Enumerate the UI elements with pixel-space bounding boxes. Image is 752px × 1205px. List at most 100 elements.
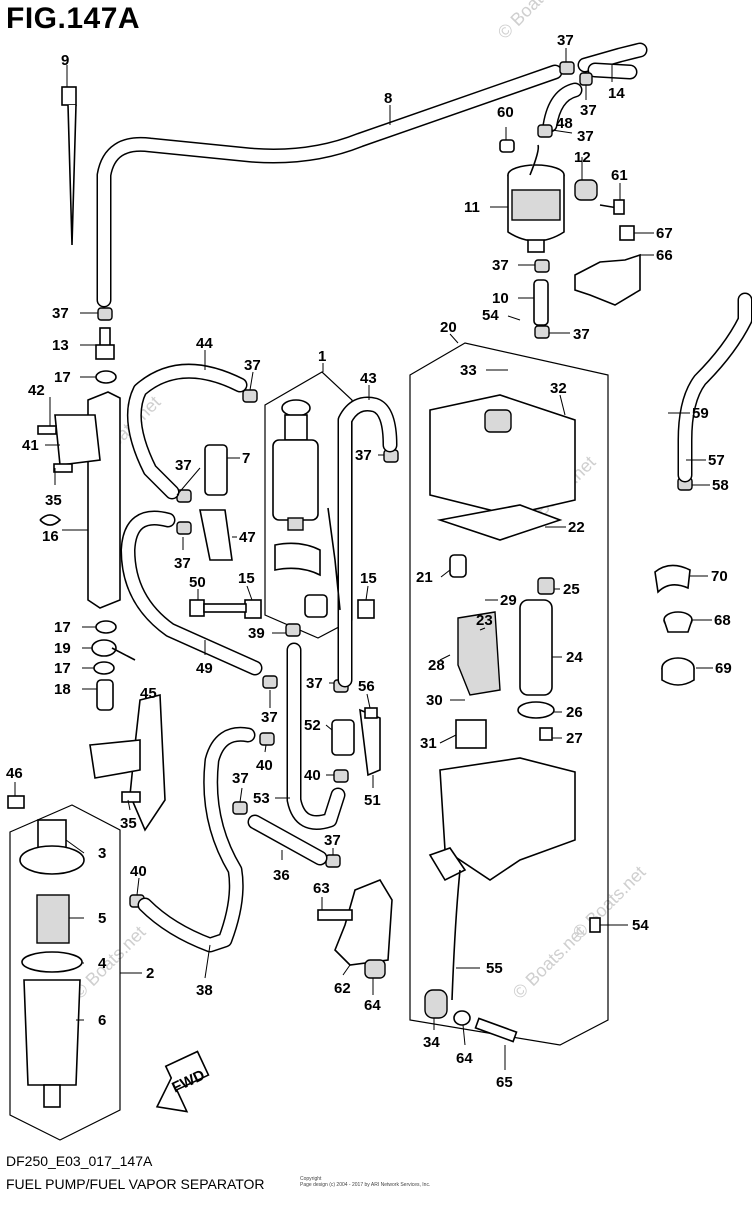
callout-label: 44 <box>196 335 213 352</box>
separator-cover <box>429 394 576 541</box>
callout-label: 66 <box>656 247 673 264</box>
diagram-caption: FUEL PUMP/FUEL VAPOR SEPARATOR <box>6 1176 265 1192</box>
callout-label: 16 <box>42 528 59 545</box>
callout-label: 9 <box>61 52 69 69</box>
fittings-left <box>37 327 136 711</box>
callout-label: 22 <box>568 519 585 536</box>
check-valve-group <box>331 707 381 777</box>
callout-label: 42 <box>28 382 45 399</box>
copyright-line: Page design (c) 2004 - 2017 by ARI Netwo… <box>300 1182 431 1188</box>
callout-label: 37 <box>557 32 574 49</box>
callout-label: 2 <box>146 965 154 982</box>
callout-label: 37 <box>580 102 597 119</box>
callout-label: 65 <box>496 1074 513 1091</box>
mount-rail <box>39 391 121 609</box>
callout-label: 21 <box>416 569 433 586</box>
callout-label: 4 <box>98 955 107 972</box>
callout-label: 10 <box>492 290 509 307</box>
copyright-notice: Copyright Page design (c) 2004 - 2017 by… <box>300 1176 430 1188</box>
bracket-45 <box>7 693 166 832</box>
callout-label: 19 <box>54 640 71 657</box>
callout-label: 37 <box>324 832 341 849</box>
callout-label: 25 <box>563 581 580 598</box>
callout-label: 38 <box>196 982 213 999</box>
callout-label: 43 <box>360 370 377 387</box>
callout-label: 18 <box>54 681 71 698</box>
callout-label: 37 <box>492 257 509 274</box>
callout-label: 49 <box>196 660 213 677</box>
callout-label: 3 <box>98 845 106 862</box>
callout-label: 46 <box>6 765 23 782</box>
callout-label: 64 <box>364 997 381 1014</box>
callout-label: 27 <box>566 730 583 747</box>
bracket-66 <box>574 225 641 306</box>
callout-label: 1 <box>318 348 326 365</box>
cable-tie <box>61 86 77 246</box>
callout-label: 40 <box>130 863 147 880</box>
clamp-icons <box>97 61 693 908</box>
leader-lines <box>14 48 713 1070</box>
callout-label: 37 <box>577 128 594 145</box>
callout-label: 6 <box>98 1012 106 1029</box>
callout-label: 7 <box>242 450 250 467</box>
callout-label: 40 <box>256 757 273 774</box>
callout-label: 35 <box>120 815 137 832</box>
callout-label: 60 <box>497 104 514 121</box>
callout-label: 11 <box>464 199 480 216</box>
fuel-filter <box>19 819 85 1108</box>
callout-label: 53 <box>253 790 270 807</box>
hose-8 <box>96 64 563 308</box>
callout-label: 56 <box>358 678 375 695</box>
hose-10 <box>533 279 549 326</box>
callout-label: 55 <box>486 960 503 977</box>
callout-label: 47 <box>239 529 256 546</box>
bracket-62 <box>317 879 393 979</box>
callout-label: 67 <box>656 225 673 242</box>
callout-label: 37 <box>573 326 590 343</box>
callout-label: 54 <box>632 917 649 934</box>
callout-label: 20 <box>440 319 457 336</box>
callout-label: 37 <box>232 770 249 787</box>
callout-label: 29 <box>500 592 517 609</box>
separator-internals <box>449 554 555 749</box>
separator-assembly-outline <box>409 342 609 1046</box>
grommet-bolt <box>574 179 625 215</box>
callout-label: 64 <box>456 1050 473 1067</box>
callout-label: 28 <box>428 657 445 674</box>
callout-label: 12 <box>574 149 591 166</box>
callout-label: 62 <box>334 980 351 997</box>
callout-label: 61 <box>611 167 628 184</box>
filter-assembly-outline <box>9 804 121 1141</box>
callout-label: 58 <box>712 477 729 494</box>
callout-label: 37 <box>244 357 261 374</box>
copyright-line: Copyright <box>300 1176 322 1182</box>
callout-label: 15 <box>360 570 377 587</box>
high-pressure-pump <box>244 399 375 619</box>
callout-label: 32 <box>550 380 567 397</box>
callout-label: 26 <box>566 704 583 721</box>
callout-label: 37 <box>261 709 278 726</box>
fwd-arrow-icon: FWD <box>155 1050 210 1113</box>
callout-label: 52 <box>304 717 321 734</box>
bolt-50 <box>189 599 247 617</box>
callout-label: 13 <box>52 337 69 354</box>
fittings-7-47 <box>199 444 233 561</box>
callout-label: 24 <box>566 649 583 666</box>
side-clamp-parts <box>654 564 695 686</box>
callout-label: 41 <box>22 437 39 454</box>
callout-label: 63 <box>313 880 330 897</box>
callout-label: 35 <box>45 492 62 509</box>
separator-tank <box>428 757 576 882</box>
callout-label: 37 <box>355 447 372 464</box>
callout-label: 40 <box>304 767 321 784</box>
callout-label: 17 <box>54 619 71 636</box>
callout-label: 57 <box>708 452 725 469</box>
callout-label: 8 <box>384 90 392 107</box>
callout-label: 14 <box>608 85 625 102</box>
callout-label: 51 <box>364 792 381 809</box>
callout-label: 5 <box>98 910 106 927</box>
callout-label: 36 <box>273 867 290 884</box>
callout-label: 48 <box>556 115 573 132</box>
